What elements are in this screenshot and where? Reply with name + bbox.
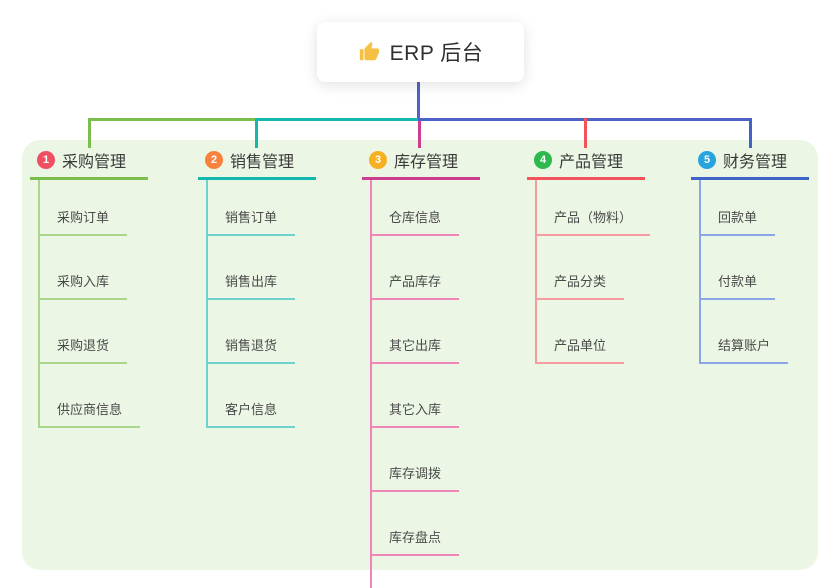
root-node[interactable]: ERP 后台 xyxy=(317,22,524,82)
child-node[interactable]: 销售退货 xyxy=(208,300,296,364)
branch-number-badge: 5 xyxy=(698,151,716,169)
branch-node-1[interactable]: 1 采购管理 xyxy=(30,148,148,180)
child-node[interactable]: 付款单 xyxy=(701,236,776,300)
branch-node-5[interactable]: 5 财务管理 xyxy=(691,148,809,180)
child-node[interactable]: 仓库信息 xyxy=(372,180,460,236)
branch-node-3[interactable]: 3 库存管理 xyxy=(362,148,480,180)
branch-label: 财务管理 xyxy=(723,154,788,171)
child-node[interactable]: 客户信息 xyxy=(208,364,296,428)
child-node[interactable]: 产品（物料） xyxy=(537,180,651,236)
child-node[interactable]: 库存调拨 xyxy=(372,428,460,492)
child-node[interactable]: 销售出库 xyxy=(208,236,296,300)
hline-segment-green xyxy=(88,118,255,121)
branch-4: 4 产品管理产品（物料）产品分类产品单位 xyxy=(527,148,651,364)
child-node[interactable]: 其它入库 xyxy=(372,364,460,428)
branch-2: 2 销售管理销售订单销售出库销售退货客户信息 xyxy=(198,148,316,428)
child-node[interactable]: 回款单 xyxy=(701,180,776,236)
child-node[interactable]: 结算账户 xyxy=(701,300,789,364)
child-node[interactable]: 产品库存 xyxy=(372,236,460,300)
branch-label: 销售管理 xyxy=(230,154,295,171)
child-node[interactable]: 产品分类 xyxy=(537,236,625,300)
branch-drop-line xyxy=(88,118,91,148)
branch-node-4[interactable]: 4 产品管理 xyxy=(527,148,645,180)
branch-node-2[interactable]: 2 销售管理 xyxy=(198,148,316,180)
child-node[interactable]: 产品单位 xyxy=(537,300,625,364)
branch-label: 产品管理 xyxy=(559,154,624,171)
child-node[interactable]: 采购订单 xyxy=(40,180,128,236)
child-node[interactable]: 出库库明细 xyxy=(372,556,472,588)
branch-drop-line xyxy=(418,121,421,148)
child-node[interactable]: 采购退货 xyxy=(40,300,128,364)
branch-3: 3 库存管理仓库信息产品库存其它出库其它入库库存调拨库存盘点出库库明细 xyxy=(362,148,480,588)
branch-children: 产品（物料）产品分类产品单位 xyxy=(535,180,651,364)
branch-children: 采购订单采购入库采购退货供应商信息 xyxy=(38,180,141,428)
branch-children: 仓库信息产品库存其它出库其它入库库存调拨库存盘点出库库明细 xyxy=(370,180,472,588)
child-node[interactable]: 其它出库 xyxy=(372,300,460,364)
branch-number-badge: 2 xyxy=(205,151,223,169)
child-node[interactable]: 采购入库 xyxy=(40,236,128,300)
branch-children: 回款单付款单结算账户 xyxy=(699,180,789,364)
branch-number-badge: 4 xyxy=(534,151,552,169)
branch-children: 销售订单销售出库销售退货客户信息 xyxy=(206,180,296,428)
hline-segment-teal xyxy=(255,118,418,121)
branch-number-badge: 1 xyxy=(37,151,55,169)
branch-drop-line xyxy=(584,118,587,148)
root-connector-line xyxy=(417,82,420,121)
child-node[interactable]: 供应商信息 xyxy=(40,364,141,428)
branch-label: 库存管理 xyxy=(394,154,459,171)
branch-label: 采购管理 xyxy=(62,154,127,171)
root-title: ERP 后台 xyxy=(389,42,484,65)
thumbs-up-icon xyxy=(358,41,380,63)
child-node[interactable]: 销售订单 xyxy=(208,180,296,236)
branch-drop-line xyxy=(749,118,752,148)
branch-1: 1 采购管理采购订单采购入库采购退货供应商信息 xyxy=(30,148,148,428)
branch-drop-line xyxy=(255,118,258,148)
child-node[interactable]: 库存盘点 xyxy=(372,492,460,556)
branches-background-panel xyxy=(22,140,818,570)
branch-number-badge: 3 xyxy=(369,151,387,169)
branch-5: 5 财务管理回款单付款单结算账户 xyxy=(691,148,809,364)
